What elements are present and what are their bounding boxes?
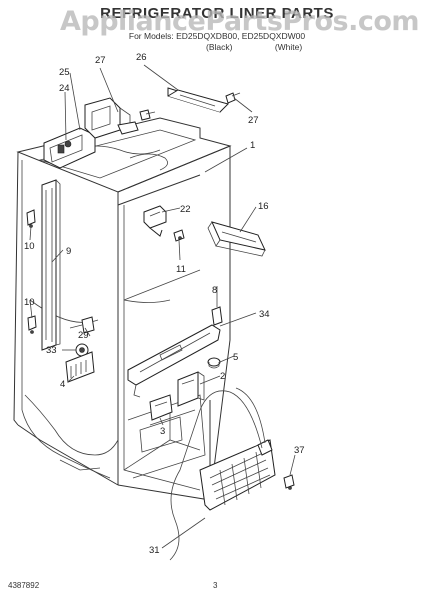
part-29-sensor [69, 316, 95, 334]
part-4-vent [65, 351, 95, 383]
model-list: For Models: ED25DQXDB00, ED25DQXDW00 [128, 31, 306, 41]
callout-10-lower: 10 [24, 297, 35, 308]
callout-2: 2 [220, 371, 225, 382]
callout-8: 8 [212, 285, 217, 296]
callout-1: 1 [250, 140, 255, 151]
callout-33: 33 [46, 345, 57, 356]
callout-34: 34 [259, 309, 270, 320]
part-3-bottom-bracket [149, 394, 173, 421]
callout-9: 9 [66, 246, 71, 257]
diagram-title: REFRIGERATOR LINER PARTS [100, 5, 334, 22]
callout-26: 26 [136, 52, 147, 63]
document-number: 4387892 [8, 581, 40, 590]
part-27-screw-upper [139, 109, 156, 121]
part-37-screw [283, 474, 295, 490]
color-list: (Black) (White) [150, 42, 350, 52]
callout-29: 29 [78, 330, 89, 341]
callout-16: 16 [258, 201, 269, 212]
site-watermark: AppliancePartsPros.com [60, 6, 420, 37]
part-8-bulb-socket [211, 300, 223, 326]
callout-10-upper: 10 [24, 241, 35, 252]
part-27-screw-right [225, 92, 241, 104]
callout-24: 24 [59, 83, 70, 94]
leader-lines [29, 64, 296, 549]
color-label-black: (Black) [206, 42, 233, 52]
part-5-bulb [207, 357, 221, 369]
callout-3: 3 [160, 426, 165, 437]
part-2-bracket [177, 371, 205, 407]
page-number: 3 [213, 581, 218, 590]
part-24-25-control-housing [43, 97, 139, 169]
callout-11: 11 [176, 264, 186, 275]
part-16-channel [207, 221, 266, 257]
callout-5: 5 [233, 352, 238, 363]
callout-numbers: 27 25 24 26 27 1 16 22 11 9 10 10 8 34 5… [24, 52, 305, 556]
callout-25: 25 [59, 67, 70, 78]
callout-22: 22 [180, 204, 191, 215]
color-label-white: (White) [274, 42, 303, 52]
callout-27-top: 27 [95, 55, 106, 66]
part-22-bracket [143, 205, 167, 237]
part-11-screw [173, 229, 185, 242]
callout-27-right: 27 [248, 115, 259, 126]
callout-4: 4 [60, 379, 65, 390]
part-10-screws [26, 209, 37, 334]
part-26-top-bar [167, 87, 229, 113]
part-34-light-shield [127, 324, 221, 398]
callout-31: 31 [149, 545, 160, 556]
callout-37: 37 [294, 445, 305, 456]
part-9-side-rail [41, 179, 61, 351]
part-31-heater [169, 387, 276, 561]
